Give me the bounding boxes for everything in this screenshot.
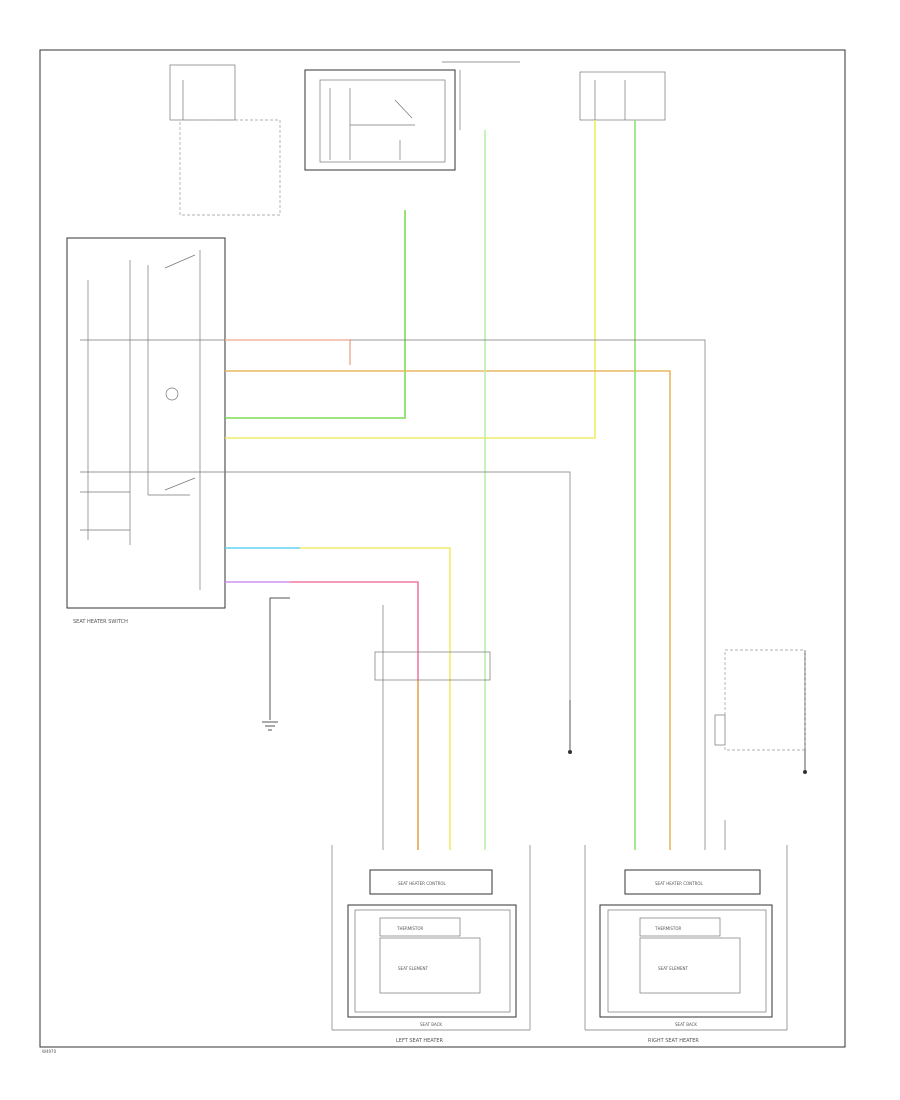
wire-gray-top-row	[350, 339, 706, 850]
right-control-label: SEAT HEATER CONTROL	[655, 881, 703, 886]
right-seat-element	[639, 937, 741, 994]
wire-gray-switch-row	[225, 471, 571, 700]
right-seat-back-label: SEAT BACK	[675, 1022, 697, 1027]
right-seat-heater: SEAT HEATER CONTROL THERMISTOR SEAT ELEM…	[584, 845, 788, 1044]
right-seat-heater-label: RIGHT SEAT HEATER	[648, 1038, 699, 1044]
ground-center	[568, 700, 572, 754]
left-seat-heater: SEAT HEATER CONTROL THERMISTOR SEAT ELEM…	[331, 845, 531, 1044]
diagram-frame	[39, 49, 846, 1048]
mid-connector	[374, 651, 491, 681]
wire-pink-top-row	[225, 339, 351, 365]
wire-orange-switch-to-right-heater	[225, 370, 671, 850]
right-seat-back	[599, 904, 773, 1018]
left-seat-element	[379, 937, 481, 994]
right-thermistor-label: THERMISTOR	[654, 926, 682, 931]
ground-right	[714, 649, 807, 774]
left-seat-back-label: SEAT BACK	[420, 1022, 442, 1027]
footer-code: W4970	[42, 1049, 57, 1054]
left-control-label: SEAT HEATER CONTROL	[398, 881, 446, 886]
wire-yellow-to-left-heater	[300, 547, 451, 850]
seat-heater-switch-label: SEAT HEATER SWITCH	[73, 619, 128, 625]
left-seat-heater-control	[369, 869, 493, 895]
right-thermistor	[639, 917, 721, 937]
ground-switch	[262, 597, 290, 731]
right-seat-element-label: SEAT ELEMENT	[658, 966, 688, 971]
left-seat-back	[347, 904, 517, 1018]
left-thermistor	[379, 917, 461, 937]
wire-green-relay-to-switch	[225, 210, 406, 419]
wire-markers	[382, 605, 726, 850]
fuse-block-left	[169, 64, 281, 216]
fuse-block-right	[579, 71, 666, 121]
wire-yellow-fuse-to-switch	[225, 120, 596, 439]
seat-heater-switch: SEAT HEATER SWITCH	[66, 237, 226, 625]
left-thermistor-label: THERMISTOR	[396, 926, 424, 931]
right-seat-heater-control	[624, 869, 761, 895]
left-seat-heater-label: LEFT SEAT HEATER	[396, 1038, 444, 1044]
relay-block-center	[304, 61, 520, 171]
left-seat-element-label: SEAT ELEMENT	[398, 966, 428, 971]
wire-pink-to-left-heater	[290, 581, 419, 850]
